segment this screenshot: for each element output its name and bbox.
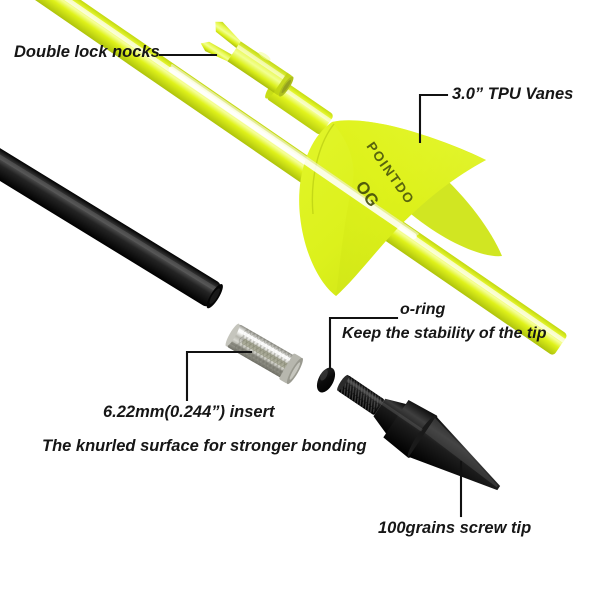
leader-line-oring (328, 316, 399, 370)
leader-line-insert (185, 350, 253, 402)
callout-screw-tip: 100grains screw tip (378, 519, 532, 537)
fletched-shaft-part: POINTDO OG (0, 0, 567, 355)
insert-part (225, 323, 303, 385)
carbon-shaft-part (0, 81, 223, 309)
callout-oring-description: Keep the stability of the tip (342, 325, 547, 342)
callout-insert-description: The knurled surface for stronger bonding (42, 437, 367, 455)
callout-oring: o-ring (400, 301, 446, 318)
nock-part (200, 21, 294, 97)
callout-double-lock-nocks: Double lock nocks (14, 43, 160, 61)
callout-insert: 6.22mm(0.244”) insert (103, 403, 275, 421)
callout-tpu-vanes: 3.0” TPU Vanes (452, 85, 574, 103)
oring-part (316, 367, 336, 393)
leader-line-vanes (418, 93, 449, 144)
screw-tip-part (337, 374, 501, 491)
